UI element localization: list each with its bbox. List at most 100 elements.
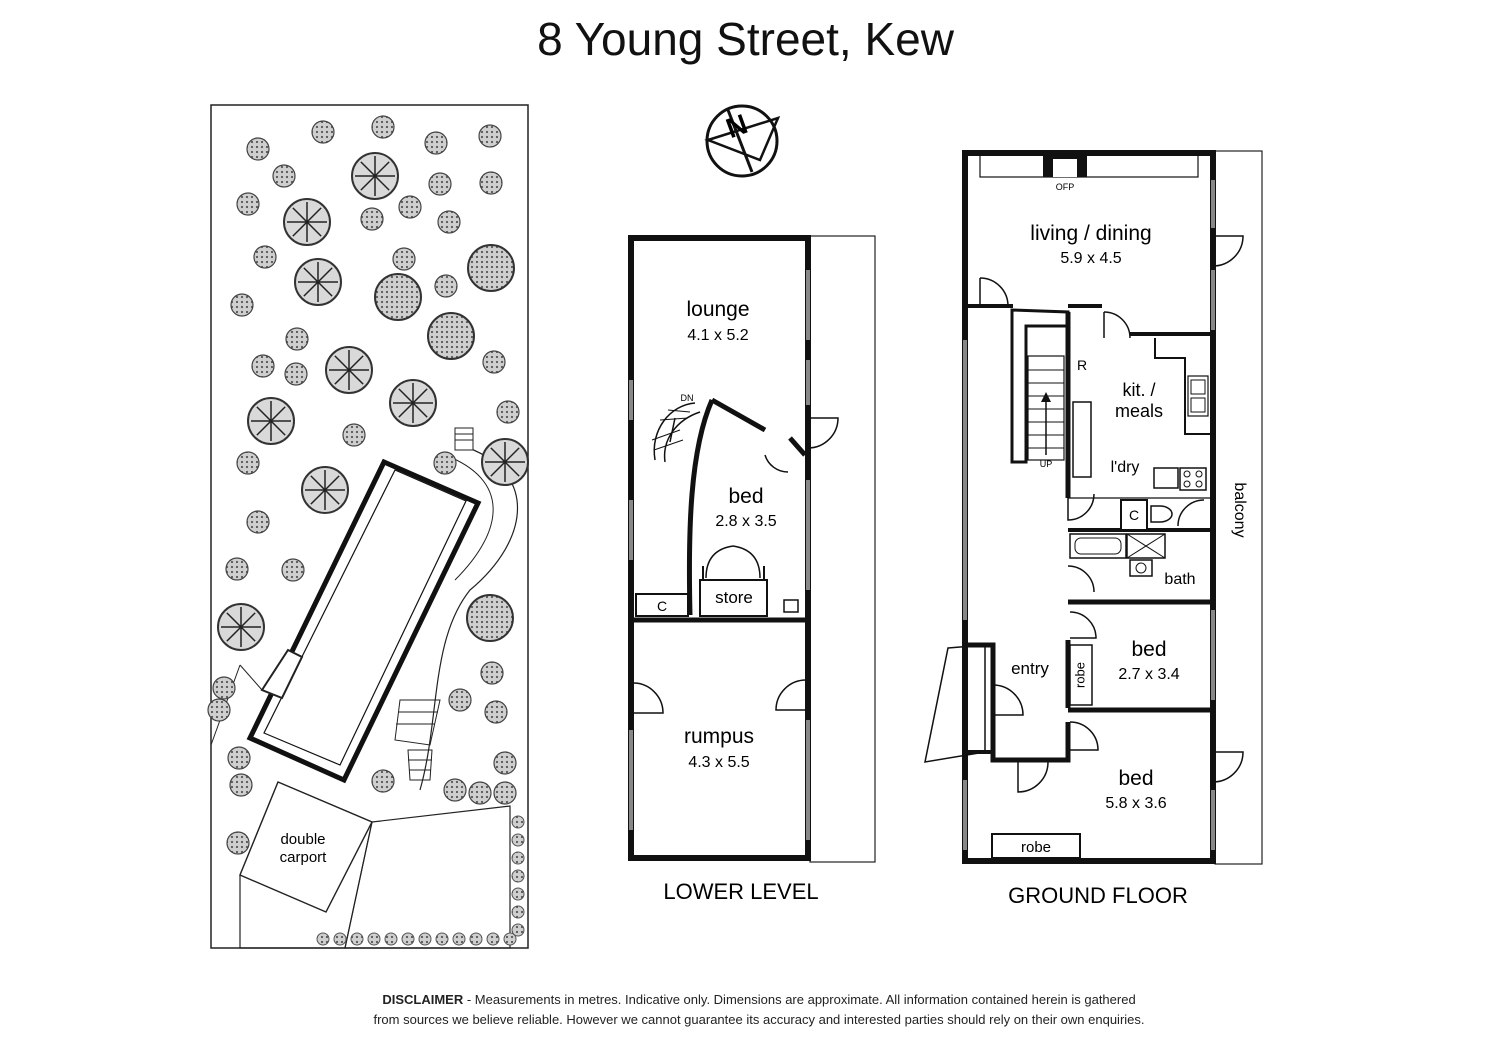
ground-cupboard-label: C xyxy=(1129,507,1139,523)
laundry-tub xyxy=(1153,467,1179,489)
lower-cupboard-label: C xyxy=(657,598,667,614)
hedge-shrub xyxy=(452,932,466,946)
bath-label: bath xyxy=(1164,571,1195,588)
room-dims-living-dining: 5.9 x 4.5 xyxy=(1060,250,1121,267)
side-robe-label: robe xyxy=(1072,662,1087,688)
small-tree xyxy=(284,362,308,386)
small-tree xyxy=(236,192,260,216)
room-name-lounge: lounge xyxy=(686,298,749,321)
kitchen-label-1: kit. / xyxy=(1122,380,1155,400)
hedge-shrub xyxy=(511,815,525,829)
trees xyxy=(207,115,529,946)
hedge-shrub xyxy=(511,887,525,901)
site-plan: double carport xyxy=(207,104,529,949)
rumpus-door-left xyxy=(632,682,664,714)
small-tree xyxy=(225,557,249,581)
lower-deck xyxy=(809,235,876,863)
hedge-shrub xyxy=(316,932,330,946)
small-tree xyxy=(496,400,520,424)
small-tree xyxy=(480,661,504,685)
ground-floor-plan: OFP UP R kit. / meals l'dry xyxy=(924,150,1263,908)
entry-label: entry xyxy=(1011,659,1049,678)
lower-level-heading: LOWER LEVEL xyxy=(663,879,818,904)
small-tree xyxy=(433,451,457,475)
small-tree xyxy=(272,164,296,188)
room-name-living-dining: living / dining xyxy=(1030,222,1151,245)
large-tree xyxy=(374,273,422,321)
small-tree xyxy=(443,778,467,802)
kitchen-label-2: meals xyxy=(1115,401,1163,421)
small-tree xyxy=(371,115,395,139)
small-tree xyxy=(424,131,448,155)
small-tree xyxy=(226,831,250,855)
carport-label-1: double xyxy=(280,831,325,848)
shower xyxy=(1126,533,1166,559)
carport-label-2: carport xyxy=(280,849,328,866)
small-tree xyxy=(285,327,309,351)
small-tree xyxy=(493,751,517,775)
large-tree xyxy=(466,594,514,642)
small-tree xyxy=(246,510,270,534)
kitchen-sink xyxy=(1187,375,1209,417)
garden-steps-lower xyxy=(394,699,441,746)
basin xyxy=(1129,559,1153,577)
north-compass: N xyxy=(704,104,781,178)
small-tree xyxy=(434,274,458,298)
bottom-robe xyxy=(991,833,1081,859)
hedge-shrub xyxy=(511,851,525,865)
small-tree xyxy=(230,293,254,317)
small-tree xyxy=(360,207,384,231)
hedge-shrub xyxy=(350,932,364,946)
fireplace-label: OFP xyxy=(1056,182,1075,192)
hedge-shrub xyxy=(401,932,415,946)
ground-floor-heading: GROUND FLOOR xyxy=(1008,883,1188,908)
small-tree xyxy=(229,773,253,797)
lower-cupboard xyxy=(635,593,689,617)
small-tree xyxy=(246,137,270,161)
hedge-shrub xyxy=(486,932,500,946)
room-dims-lower-bed: 2.8 x 3.5 xyxy=(715,513,776,530)
stair-walls xyxy=(1010,308,1070,464)
store-room xyxy=(699,579,768,617)
small-tree xyxy=(311,120,335,144)
large-tree xyxy=(427,312,475,360)
lower-bed-curved-wall xyxy=(686,397,767,616)
room-name-rumpus: rumpus xyxy=(684,725,754,748)
stair xyxy=(1027,355,1065,461)
large-tree xyxy=(467,244,515,292)
house-inner-outline xyxy=(263,469,467,766)
hedge-shrub xyxy=(384,932,398,946)
room-dims-rumpus: 4.3 x 5.5 xyxy=(688,754,749,771)
hedge-shrub xyxy=(511,869,525,883)
disclaimer-line-1: - Measurements in metres. Indicative onl… xyxy=(463,992,1136,1007)
page-title: 8 Young Street, Kew xyxy=(537,13,954,65)
living-side-door xyxy=(1212,235,1244,267)
fridge-label: R xyxy=(1077,357,1087,373)
lower-stair-label: DN xyxy=(681,393,694,403)
lower-fixture xyxy=(783,599,799,613)
double-carport xyxy=(239,781,373,913)
hedge-shrub xyxy=(367,932,381,946)
small-tree xyxy=(437,210,461,234)
disclaimer-line-2: from sources we believe reliable. Howeve… xyxy=(373,1012,1145,1027)
small-tree xyxy=(342,423,366,447)
fridge-bench xyxy=(1072,401,1092,478)
disclaimer: DISCLAIMER - Measurements in metres. Ind… xyxy=(300,990,1218,1030)
room-name-ground-bed-2: bed xyxy=(1118,767,1153,790)
garden-steps-top xyxy=(454,427,474,451)
disclaimer-heading: DISCLAIMER xyxy=(382,992,464,1007)
kitchen-bench xyxy=(1154,338,1212,435)
bathtub xyxy=(1069,533,1127,559)
store-doors xyxy=(705,545,761,579)
hedge-shrub xyxy=(511,923,525,937)
store-label: store xyxy=(715,588,753,607)
small-tree xyxy=(478,124,502,148)
small-tree xyxy=(398,195,422,219)
small-tree xyxy=(448,688,472,712)
parking-area xyxy=(344,805,511,949)
front-door xyxy=(992,684,1024,716)
small-tree xyxy=(484,700,508,724)
small-tree xyxy=(493,781,517,805)
bed-side-door xyxy=(1212,751,1244,783)
